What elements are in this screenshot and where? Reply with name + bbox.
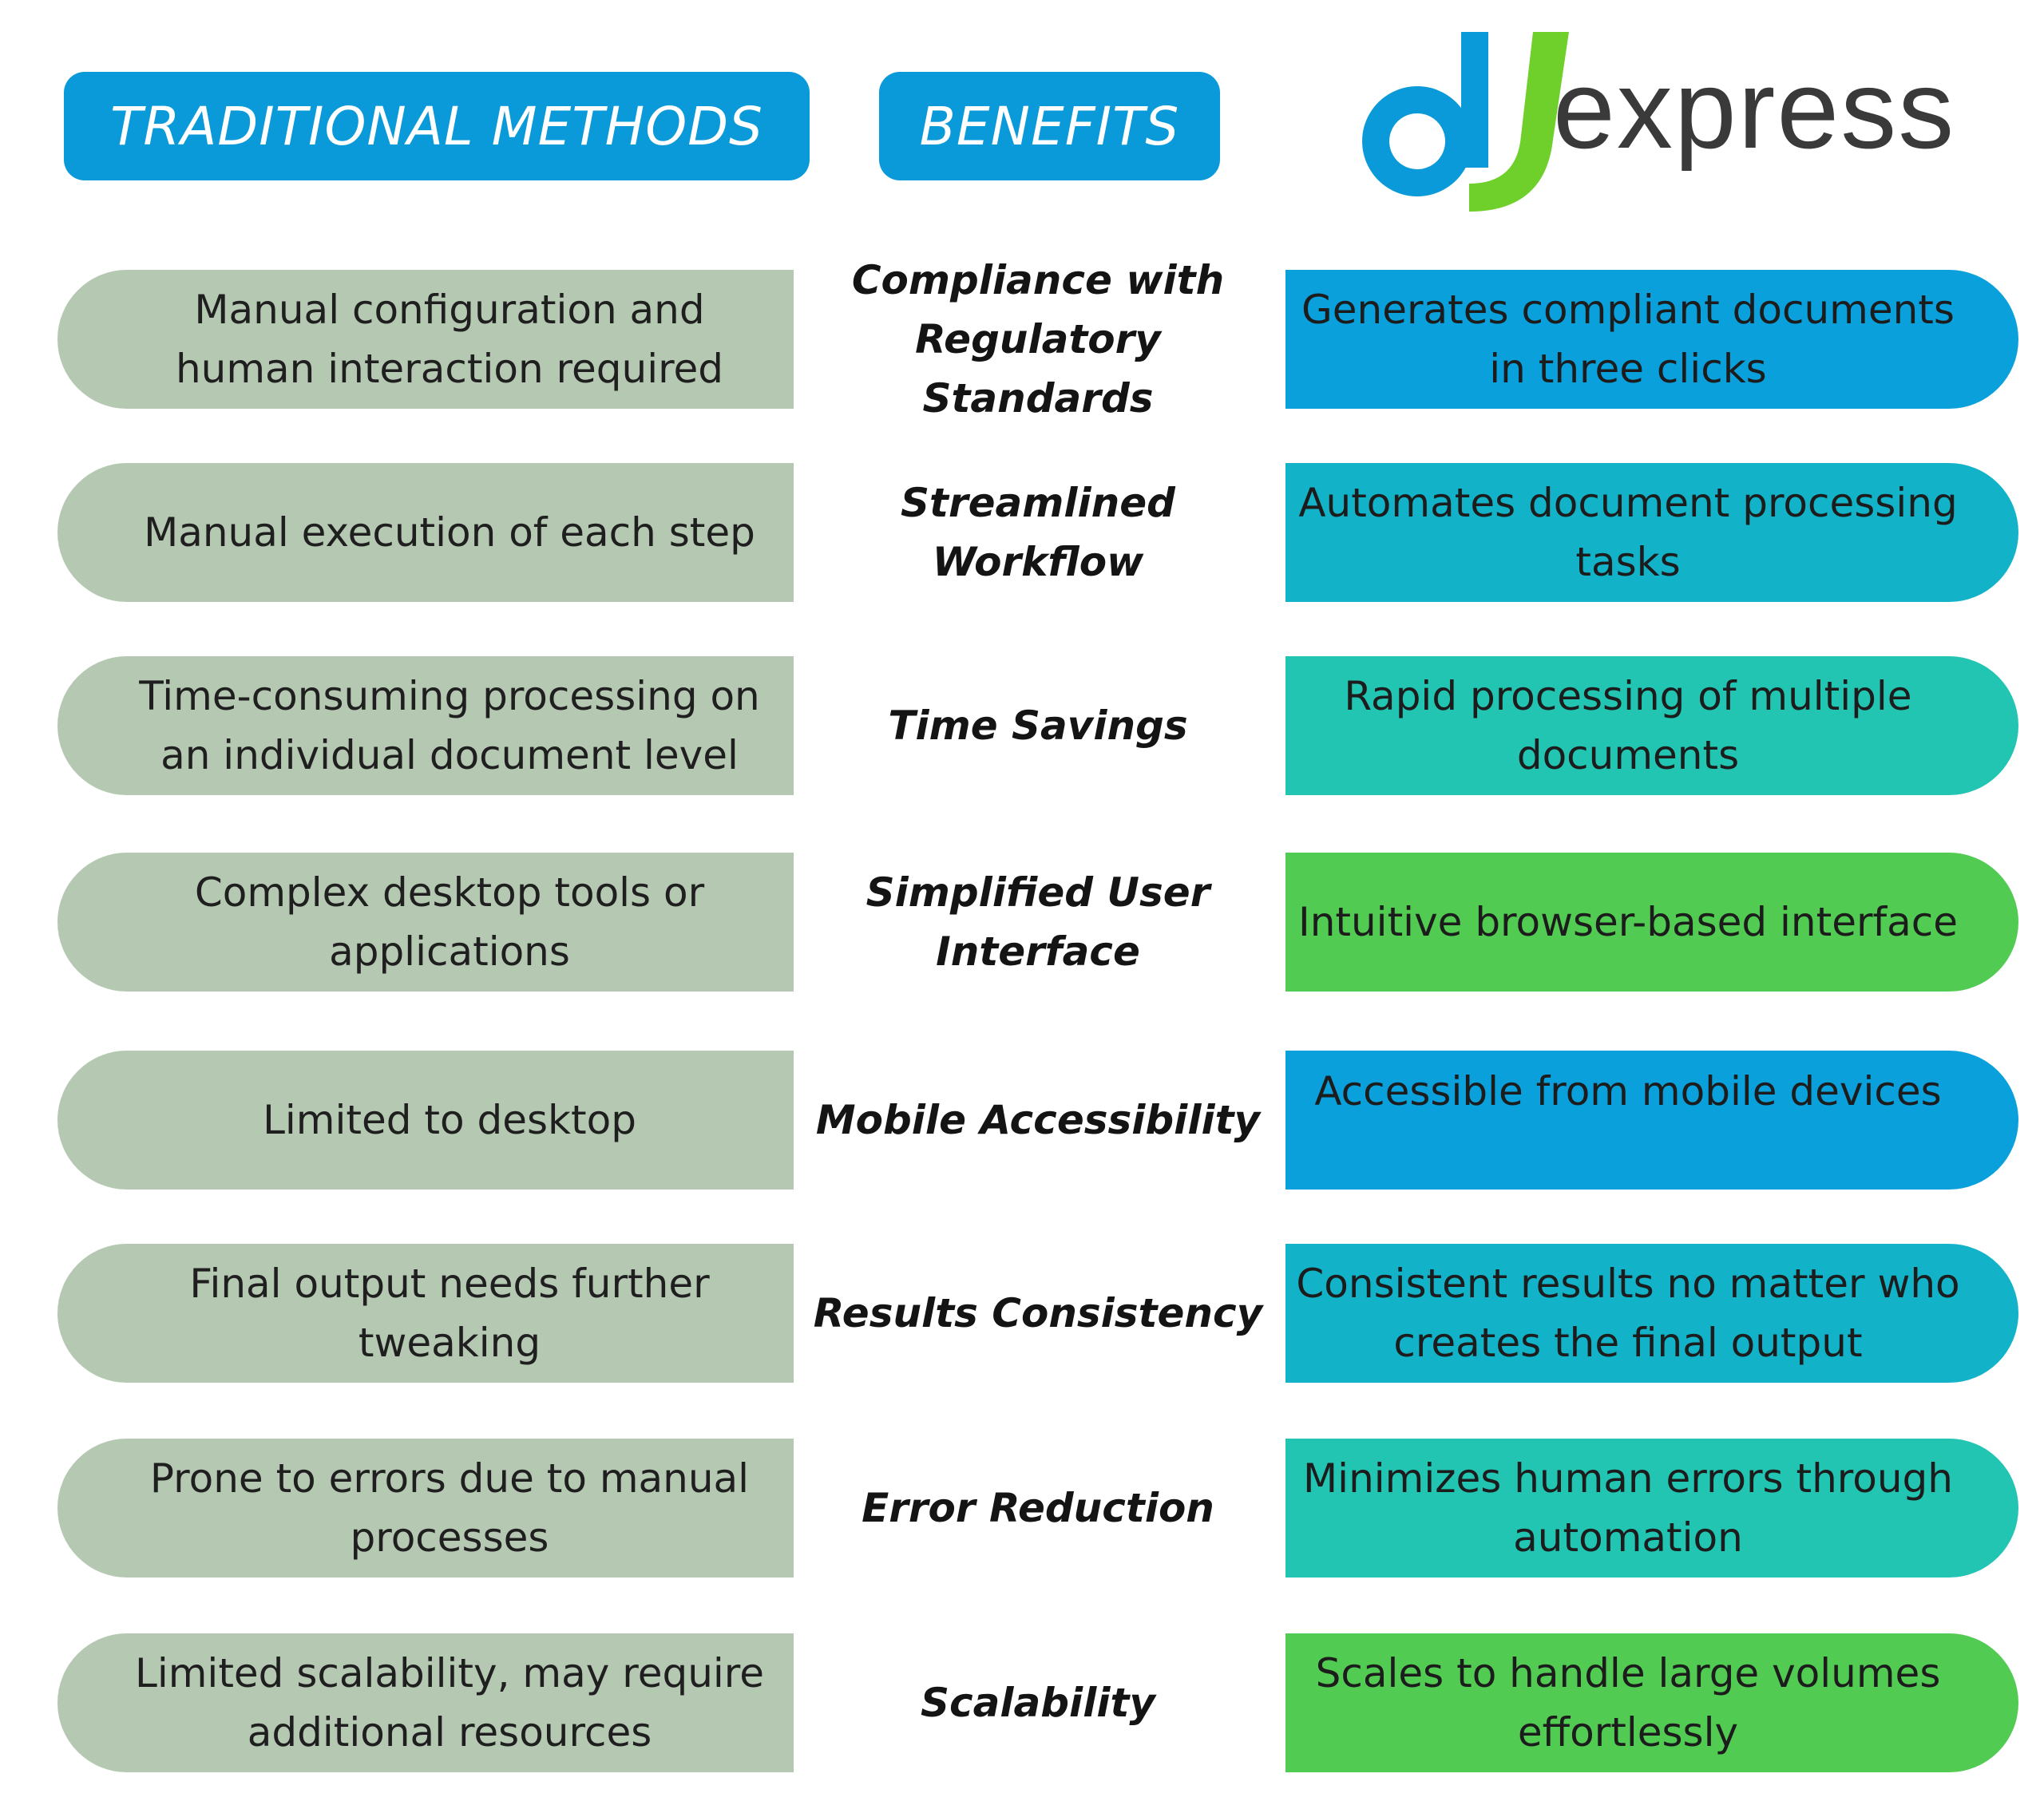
traditional-text: Limited to desktop: [263, 1097, 636, 1143]
dsexpress-logo: express: [1362, 32, 1955, 212]
dsexpress-text: Accessible from mobile devices: [1314, 1068, 1942, 1114]
dsexpress-text: Consistent results no matter who creates…: [1296, 1261, 1960, 1366]
benefit-text: Error Reduction: [862, 1485, 1214, 1531]
benefit-cell: Results Consistency: [806, 1244, 1270, 1383]
dsexpress-text: Intuitive browser-based interface: [1297, 899, 1959, 945]
traditional-text: Final output needs further tweaking: [189, 1261, 710, 1366]
comparison-row: Limited scalability, may require additio…: [0, 1633, 2044, 1772]
benefit-text: Streamlined Workflow: [901, 480, 1175, 585]
traditional-cell: Prone to errors due to manual processes: [57, 1439, 794, 1578]
comparison-row: Manual configuration and human interacti…: [0, 257, 2044, 422]
dsexpress-cell: Rapid processing of multiple documents: [1285, 656, 2018, 795]
benefit-cell: Compliance with Regulatory Standards: [806, 257, 1270, 422]
dsexpress-text: Rapid processing of multiple documents: [1344, 673, 1912, 778]
benefit-text: Mobile Accessibility: [815, 1097, 1261, 1143]
benefit-cell: Scalability: [806, 1633, 1270, 1772]
traditional-text: Limited scalability, may require additio…: [134, 1650, 765, 1756]
traditional-cell: Limited scalability, may require additio…: [57, 1633, 794, 1772]
dsexpress-cell: Minimizes human errors through automatio…: [1285, 1439, 2018, 1578]
benefits-header: BENEFITS: [879, 72, 1220, 180]
dsexpress-text: Scales to handle large volumes effortles…: [1315, 1650, 1941, 1756]
traditional-methods-label: TRADITIONAL METHODS: [110, 95, 763, 157]
benefit-text: Compliance with Regulatory Standards: [851, 257, 1225, 422]
traditional-text: Manual configuration and human interacti…: [175, 287, 724, 392]
benefit-text: Time Savings: [888, 703, 1188, 749]
benefits-label: BENEFITS: [919, 95, 1180, 157]
traditional-cell: Final output needs further tweaking: [57, 1244, 794, 1383]
comparison-row: Final output needs further tweaking Resul…: [0, 1244, 2044, 1383]
dsexpress-cell: Generates compliant documents in three c…: [1285, 270, 2018, 409]
dsexpress-text: Minimizes human errors through automatio…: [1303, 1455, 1953, 1561]
traditional-text: Complex desktop tools or applications: [194, 869, 705, 975]
traditional-methods-header: TRADITIONAL METHODS: [64, 72, 810, 180]
benefit-text: Scalability: [921, 1680, 1155, 1726]
traditional-cell: Time-consuming processing on an individu…: [57, 656, 794, 795]
benefit-cell: Time Savings: [806, 656, 1270, 795]
benefit-text: Simplified User Interface: [866, 869, 1210, 975]
logo-mark: [1362, 32, 1569, 212]
comparison-row: Limited to desktop Mobile Accessibility Ac…: [0, 1051, 2044, 1190]
benefit-cell: Streamlined Workflow: [806, 463, 1270, 602]
dsexpress-cell: Accessible from mobile devices: [1285, 1051, 2018, 1190]
dsexpress-cell: Intuitive browser-based interface: [1285, 853, 2018, 992]
traditional-cell: Manual configuration and human interacti…: [57, 270, 794, 409]
dsexpress-text: Automates document processing tasks: [1298, 480, 1958, 585]
traditional-text: Time-consuming processing on an individu…: [139, 673, 760, 778]
comparison-row: Time-consuming processing on an individu…: [0, 656, 2044, 795]
traditional-cell: Limited to desktop: [57, 1051, 794, 1190]
dsexpress-cell: Scales to handle large volumes effortles…: [1285, 1633, 2018, 1772]
dsexpress-text: Generates compliant documents in three c…: [1301, 287, 1955, 392]
logo-wordmark: express: [1553, 46, 1955, 172]
traditional-text: Manual execution of each step: [144, 509, 755, 556]
traditional-text: Prone to errors due to manual processes: [149, 1455, 750, 1561]
dsexpress-cell: Consistent results no matter who creates…: [1285, 1244, 2018, 1383]
comparison-row: Prone to errors due to manual processes E…: [0, 1439, 2044, 1578]
dsexpress-cell: Automates document processing tasks: [1285, 463, 2018, 602]
comparison-row: Complex desktop tools or applications Sim…: [0, 853, 2044, 992]
comparison-row: Manual execution of each step Streamlined…: [0, 463, 2044, 602]
traditional-cell: Manual execution of each step: [57, 463, 794, 602]
benefit-cell: Error Reduction: [806, 1439, 1270, 1578]
benefit-cell: Simplified User Interface: [806, 853, 1270, 992]
benefit-text: Results Consistency: [813, 1290, 1263, 1336]
traditional-cell: Complex desktop tools or applications: [57, 853, 794, 992]
benefit-cell: Mobile Accessibility: [806, 1051, 1270, 1190]
